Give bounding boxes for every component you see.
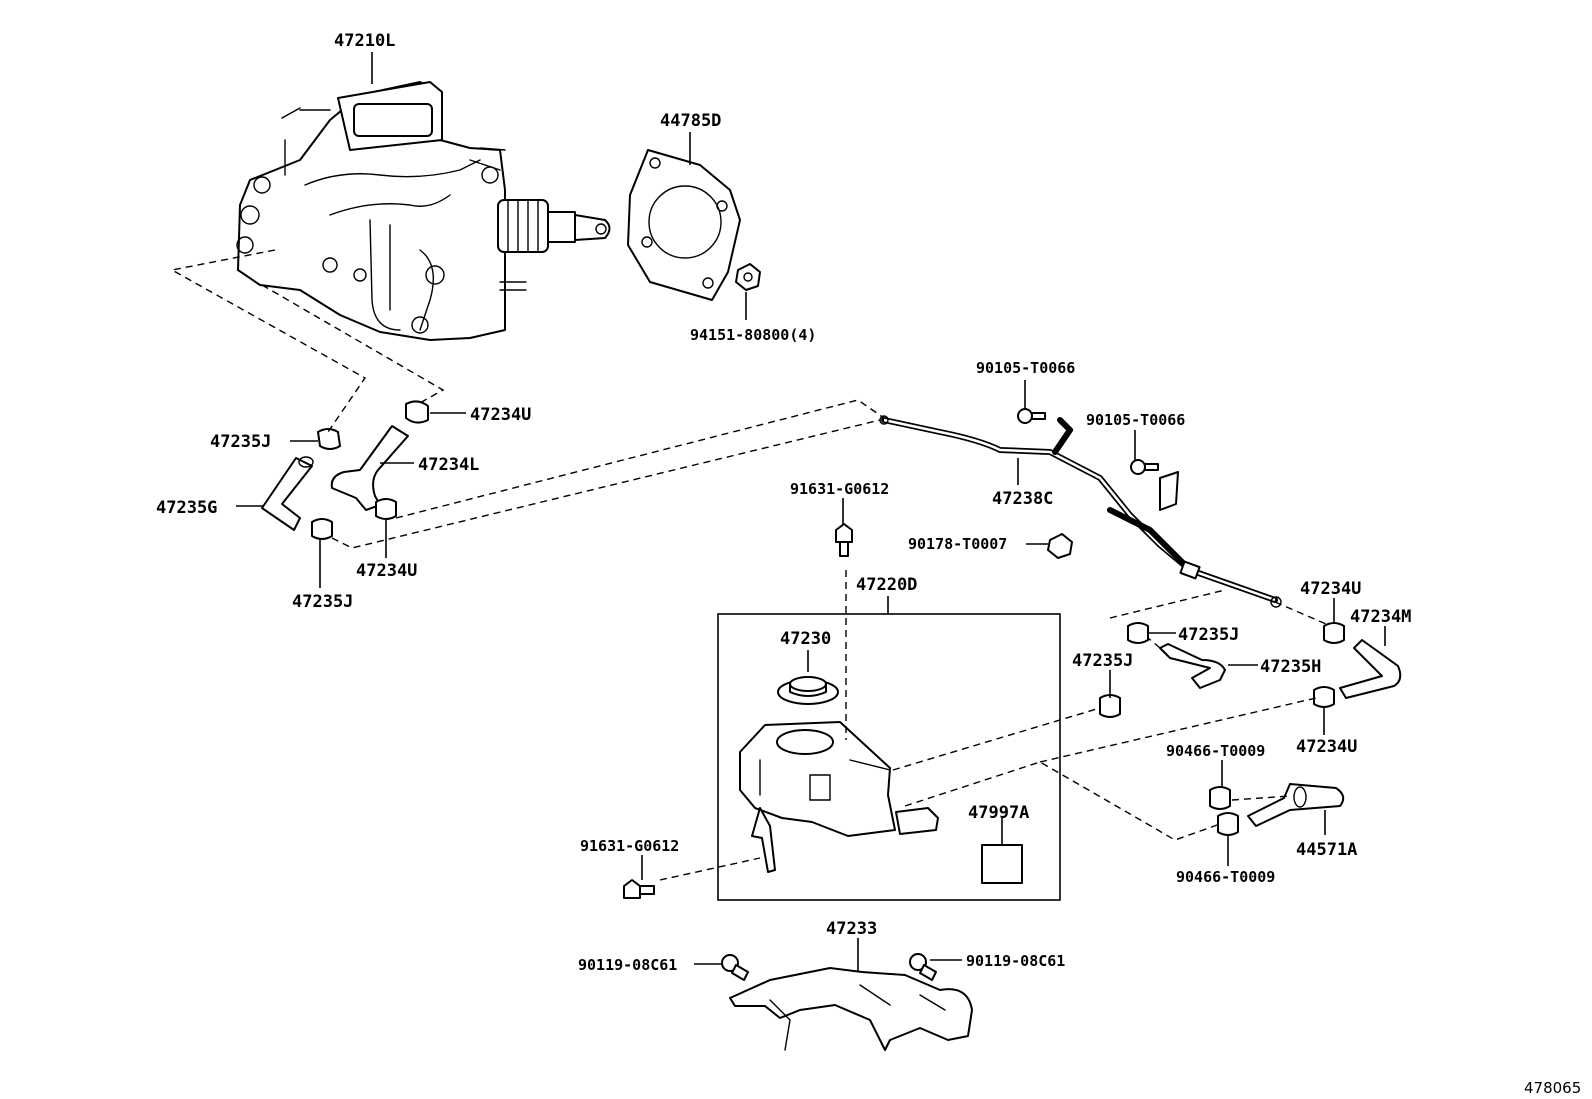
label-91631-G0612-b: 91631-G0612: [580, 837, 679, 855]
clamp-90466-upper: [1209, 786, 1231, 810]
label-47230: 47230: [780, 629, 831, 649]
label-47238C: 47238C: [992, 489, 1053, 509]
caution-label-47997A: [981, 844, 1023, 884]
label-90105-T0066-a: 90105-T0066: [976, 359, 1075, 377]
bolt-91631-upper: [835, 523, 853, 557]
label-90119-08C61-a: 90119-08C61: [578, 956, 677, 974]
clamp-47235J-right-upper: [1127, 622, 1149, 644]
hose-47235G: [261, 456, 314, 531]
brake-tube-47238C: [879, 415, 1282, 608]
dashed-reference-lines: [169, 249, 1327, 881]
bolt-90119-right: [909, 953, 937, 981]
label-47234U-d: 47234U: [1296, 737, 1357, 757]
label-47235J-d: 47235J: [1072, 651, 1133, 671]
figure-number: 478065: [1524, 1079, 1581, 1097]
label-47235H: 47235H: [1260, 657, 1321, 677]
clamp-47234U-right-lower: [1313, 686, 1335, 708]
label-47234M: 47234M: [1350, 607, 1411, 627]
clamp-90466-lower: [1217, 812, 1239, 836]
label-47220D: 47220D: [856, 575, 917, 595]
gasket-44785D: [627, 149, 741, 301]
label-47235J-b: 47235J: [292, 592, 353, 612]
label-47234U-b: 47234U: [356, 561, 417, 581]
label-90105-T0066-b: 90105-T0066: [1086, 411, 1185, 429]
label-90466-T0009-b: 90466-T0009: [1176, 868, 1275, 886]
reservoir-assembly-box: [717, 613, 1061, 901]
hose-47234M: [1339, 639, 1402, 699]
bolt-91631-lower: [623, 879, 655, 899]
label-47233: 47233: [826, 919, 877, 939]
hose-44571A: [1247, 783, 1345, 827]
hose-47235H: [1159, 643, 1226, 689]
brake-actuator-assembly: [236, 81, 611, 341]
label-90466-T0009-a: 90466-T0009: [1166, 742, 1265, 760]
bolt-90119-left: [721, 954, 749, 981]
clamp-47234U-upper: [405, 400, 429, 424]
clamp-47234U-lower: [375, 498, 397, 520]
label-47235J-a: 47235J: [210, 432, 271, 452]
label-47210L: 47210L: [334, 31, 395, 51]
bolt-90105-upper: [1017, 408, 1046, 424]
nut-94151: [735, 263, 761, 291]
label-47997A: 47997A: [968, 803, 1029, 823]
leader-lines: [236, 52, 1386, 972]
label-47235G: 47235G: [156, 498, 217, 518]
nut-90178: [1047, 533, 1073, 559]
clamp-47234U-right-upper: [1323, 622, 1345, 644]
label-94151-80800: 94151-80800(4): [690, 326, 816, 344]
label-47234L: 47234L: [418, 455, 479, 475]
label-47234U-a: 47234U: [470, 405, 531, 425]
clamp-47235J-upper: [317, 428, 341, 450]
hose-47234L: [330, 425, 409, 511]
label-47234U-c: 47234U: [1300, 579, 1361, 599]
clamp-47235J-lower: [311, 518, 333, 540]
bolt-90105-lower: [1130, 459, 1159, 475]
reservoir-tank: [739, 721, 939, 873]
label-44785D: 44785D: [660, 111, 721, 131]
bracket-47233: [729, 967, 973, 1051]
label-91631-G0612-a: 91631-G0612: [790, 480, 889, 498]
reservoir-cap-47230: [777, 676, 839, 705]
label-47235J-c: 47235J: [1178, 625, 1239, 645]
label-90178-T0007: 90178-T0007: [908, 535, 1007, 553]
clamp-47235J-right-lower: [1099, 694, 1121, 718]
part-labels: 47210L 44785D 94151-80800(4) 47234U 4723…: [156, 31, 1411, 974]
label-44571A: 44571A: [1296, 840, 1357, 860]
label-90119-08C61-b: 90119-08C61: [966, 952, 1065, 970]
